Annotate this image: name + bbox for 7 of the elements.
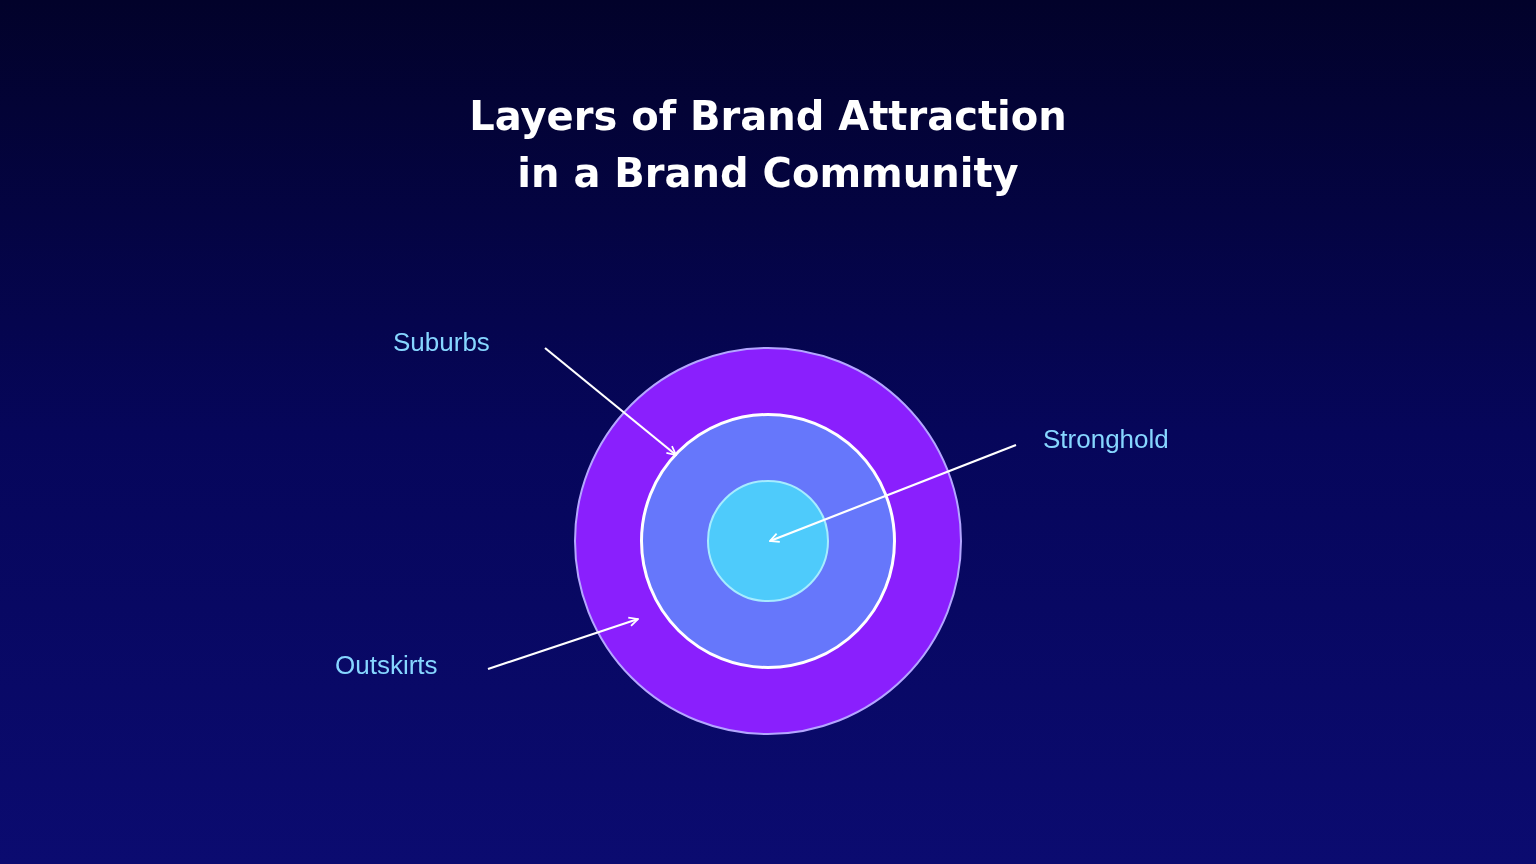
layer-label: Suburbs <box>393 327 490 358</box>
layer-label: Stronghold <box>1043 424 1169 455</box>
arrow <box>769 443 1017 543</box>
layer-label: Outskirts <box>335 650 438 681</box>
arrow <box>487 616 639 671</box>
arrow <box>544 347 677 456</box>
diagram-title: Layers of Brand Attraction in a Brand Community <box>468 92 1068 198</box>
